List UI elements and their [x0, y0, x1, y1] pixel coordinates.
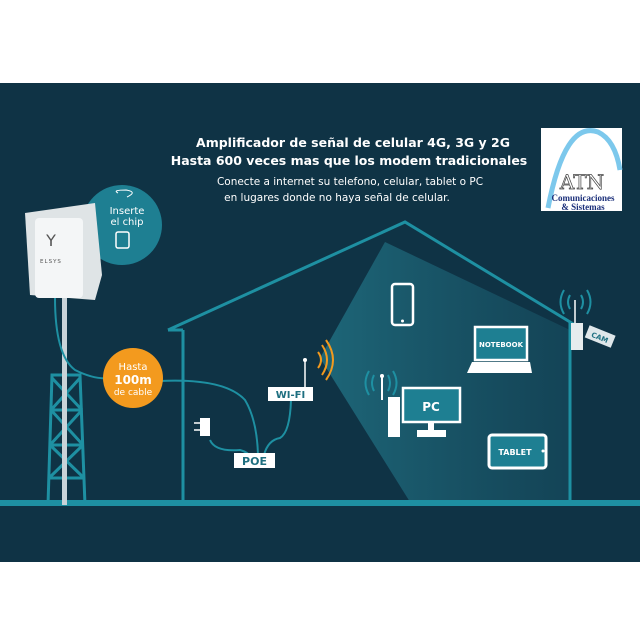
tablet-icon	[487, 433, 548, 470]
cable-length-badge	[103, 348, 163, 408]
svg-text:POE: POE	[242, 455, 267, 468]
svg-text:& Sistemas: & Sistemas	[561, 202, 605, 212]
ground-line	[0, 500, 640, 506]
subtitle-1: Conecte a internet su telefono, celular,…	[217, 176, 483, 188]
subtitle-2: en lugares donde no haya señal de celula…	[224, 192, 450, 204]
headline-1: Amplificador de señal de celular 4G, 3G …	[196, 135, 510, 150]
svg-text:de cable: de cable	[114, 388, 153, 398]
svg-text:ELSYS: ELSYS	[40, 259, 62, 265]
smartphone-icon	[390, 282, 415, 327]
chip-text-2: el chip	[110, 217, 143, 228]
notebook-icon	[467, 325, 532, 373]
poe-label	[234, 453, 275, 468]
svg-text:ATN: ATN	[559, 170, 604, 194]
antenna-pole	[62, 295, 67, 505]
svg-text:NOTEBOOK: NOTEBOOK	[479, 341, 524, 349]
svg-text:Hasta: Hasta	[119, 362, 148, 373]
wifi-waves-icon	[317, 339, 334, 381]
atn-logo: ATN Comunicaciones & Sistemas	[541, 128, 623, 212]
svg-text:TABLET: TABLET	[498, 448, 532, 457]
headline-2: Hasta 600 veces mas que los modem tradic…	[171, 153, 527, 168]
svg-text:WI-FI: WI-FI	[276, 390, 305, 401]
chip-callout	[82, 185, 162, 265]
elsys-amplifier-device: Y ELSYS	[25, 203, 102, 300]
pc-icon	[364, 370, 462, 437]
arrow-icon	[115, 189, 133, 198]
sim-card-icon	[115, 231, 130, 249]
wifi-label	[268, 387, 313, 401]
svg-text:Comunicaciones: Comunicaciones	[552, 193, 615, 203]
house-outline	[167, 220, 576, 502]
svg-text:Y: Y	[45, 231, 56, 250]
svg-text:PC: PC	[422, 400, 440, 414]
svg-text:100m: 100m	[114, 373, 152, 387]
chip-text-1: Inserte	[110, 206, 145, 217]
power-plug-icon	[200, 418, 210, 436]
